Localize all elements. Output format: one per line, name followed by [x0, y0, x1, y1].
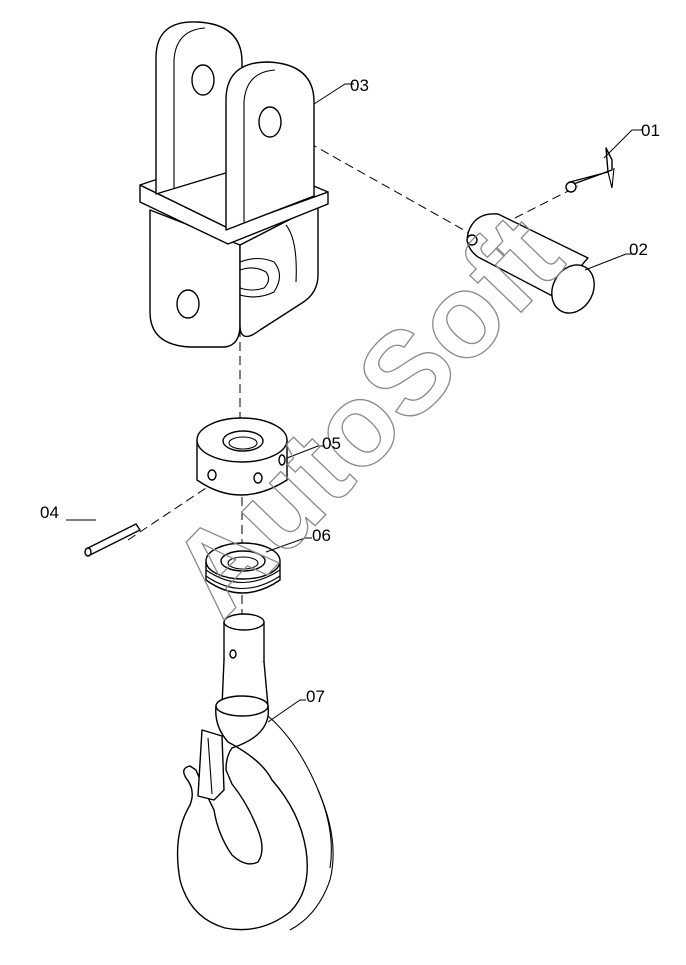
part-03-clevis — [139, 21, 329, 348]
hook-collar — [215, 695, 269, 717]
latch-edge — [207, 737, 213, 795]
collar-bore — [222, 430, 264, 452]
leader-07 — [267, 699, 306, 723]
collar-bore-inner — [228, 436, 258, 450]
back-ear-hole — [191, 64, 215, 96]
hook-back-edge — [289, 789, 334, 931]
pin-cross-hole — [466, 234, 478, 246]
leader-05 — [286, 445, 325, 459]
label-01: 01 — [641, 121, 660, 140]
clevis-back-ear — [155, 21, 243, 195]
clevis-bottom-hole — [176, 289, 200, 319]
label-06: 06 — [312, 526, 331, 545]
leader-02 — [584, 253, 636, 271]
hook-safety-latch — [197, 729, 225, 801]
part-labels: 03 01 02 05 04 06 07 — [40, 76, 660, 706]
leader-03 — [313, 83, 354, 105]
label-05: 05 — [322, 434, 341, 453]
leader-lines — [66, 83, 642, 723]
split-pin-legs — [607, 167, 615, 189]
split-pin-body — [567, 147, 613, 187]
split-pin-eye — [565, 181, 577, 193]
leader-06 — [265, 537, 312, 553]
part-07-hook — [176, 613, 334, 931]
clevis-side-edge — [285, 224, 297, 283]
collar-hole-2 — [253, 472, 263, 484]
clevis-inner-bore-2 — [239, 267, 270, 291]
label-03: 03 — [350, 76, 369, 95]
bearing-bore-inner — [227, 556, 259, 570]
hook-shank-end — [223, 613, 265, 631]
clevis-inner-bore — [239, 257, 281, 298]
pin-head — [551, 264, 595, 314]
part-01-split-pin — [565, 147, 615, 193]
part-04-roll-pin — [84, 523, 141, 557]
part-06-bearing — [205, 542, 281, 594]
back-ear-edge — [173, 27, 206, 189]
clevis-lower-left — [149, 209, 241, 348]
hook-shank-hole — [229, 649, 237, 659]
hook-body — [176, 705, 308, 931]
clevis-front-ear — [225, 61, 315, 231]
part-05-collar — [196, 417, 288, 496]
leader-01 — [603, 129, 642, 159]
collar-hole-3 — [278, 454, 286, 466]
label-04: 04 — [40, 503, 59, 522]
bearing-race-line-2 — [205, 575, 281, 590]
label-07: 07 — [306, 687, 325, 706]
label-02: 02 — [629, 240, 648, 259]
bearing-race-line — [205, 569, 281, 584]
front-ear-edge — [243, 69, 276, 222]
bearing-bore — [220, 550, 266, 572]
hook-outer-edge — [267, 715, 332, 869]
collar-hole-1 — [207, 469, 217, 481]
part-02-pin — [466, 213, 595, 314]
front-ear-hole — [258, 106, 282, 138]
roll-pin-axis — [127, 483, 213, 541]
roll-pin-end — [84, 547, 92, 557]
roll-pin-body — [85, 523, 141, 556]
pin-axis — [271, 121, 479, 239]
